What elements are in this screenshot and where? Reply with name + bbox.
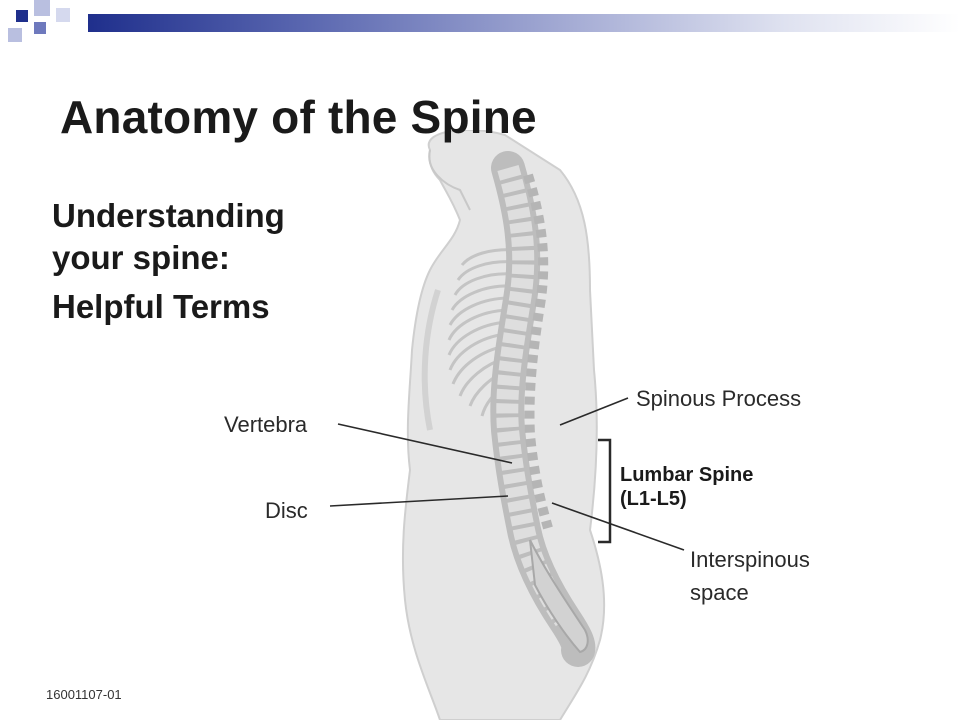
label-vertebra: Vertebra	[224, 412, 308, 437]
deco-square-dark	[16, 10, 28, 22]
leader-disc	[329, 495, 509, 507]
header-decoration	[0, 0, 960, 48]
subtitle-line-3: Helpful Terms	[52, 288, 270, 325]
arm-outline	[421, 289, 441, 431]
subtitle: Understanding your spine:	[52, 195, 285, 279]
leader-interspinous	[551, 502, 685, 551]
slide-title: Anatomy of the Spine	[60, 91, 537, 143]
spine-illustration	[329, 130, 685, 720]
label-disc: Disc	[265, 498, 308, 523]
deco-square-pale	[56, 8, 70, 22]
sacrum	[529, 539, 589, 654]
subtitle-line-2: your spine:	[52, 239, 230, 276]
lumbar-bracket	[598, 438, 612, 544]
leader-spinous-process	[559, 397, 629, 426]
deco-square-mid	[8, 28, 22, 42]
label-interspinous-line-2: space	[690, 580, 749, 605]
deco-square-light	[34, 0, 50, 16]
figure-id: 16001107-01	[46, 687, 122, 702]
deco-square-small	[34, 22, 46, 34]
label-lumbar-spine-line-2: (L1-L5)	[620, 488, 687, 510]
label-lumbar-spine-line-1: Lumbar Spine	[620, 464, 754, 486]
label-interspinous-line-1: Interspinous	[690, 547, 810, 572]
header-gradient-band	[88, 14, 960, 32]
subtitle-line-1: Understanding	[52, 197, 285, 234]
spinous-processes	[523, 173, 553, 530]
label-interspinous-space: Interspinous space	[690, 543, 810, 609]
label-lumbar-spine: Lumbar Spine (L1-L5)	[620, 463, 753, 511]
leader-vertebra	[337, 423, 513, 464]
leader-lines	[329, 397, 685, 551]
neck-outline	[428, 149, 471, 211]
label-spinous-process: Spinous Process	[636, 386, 802, 411]
